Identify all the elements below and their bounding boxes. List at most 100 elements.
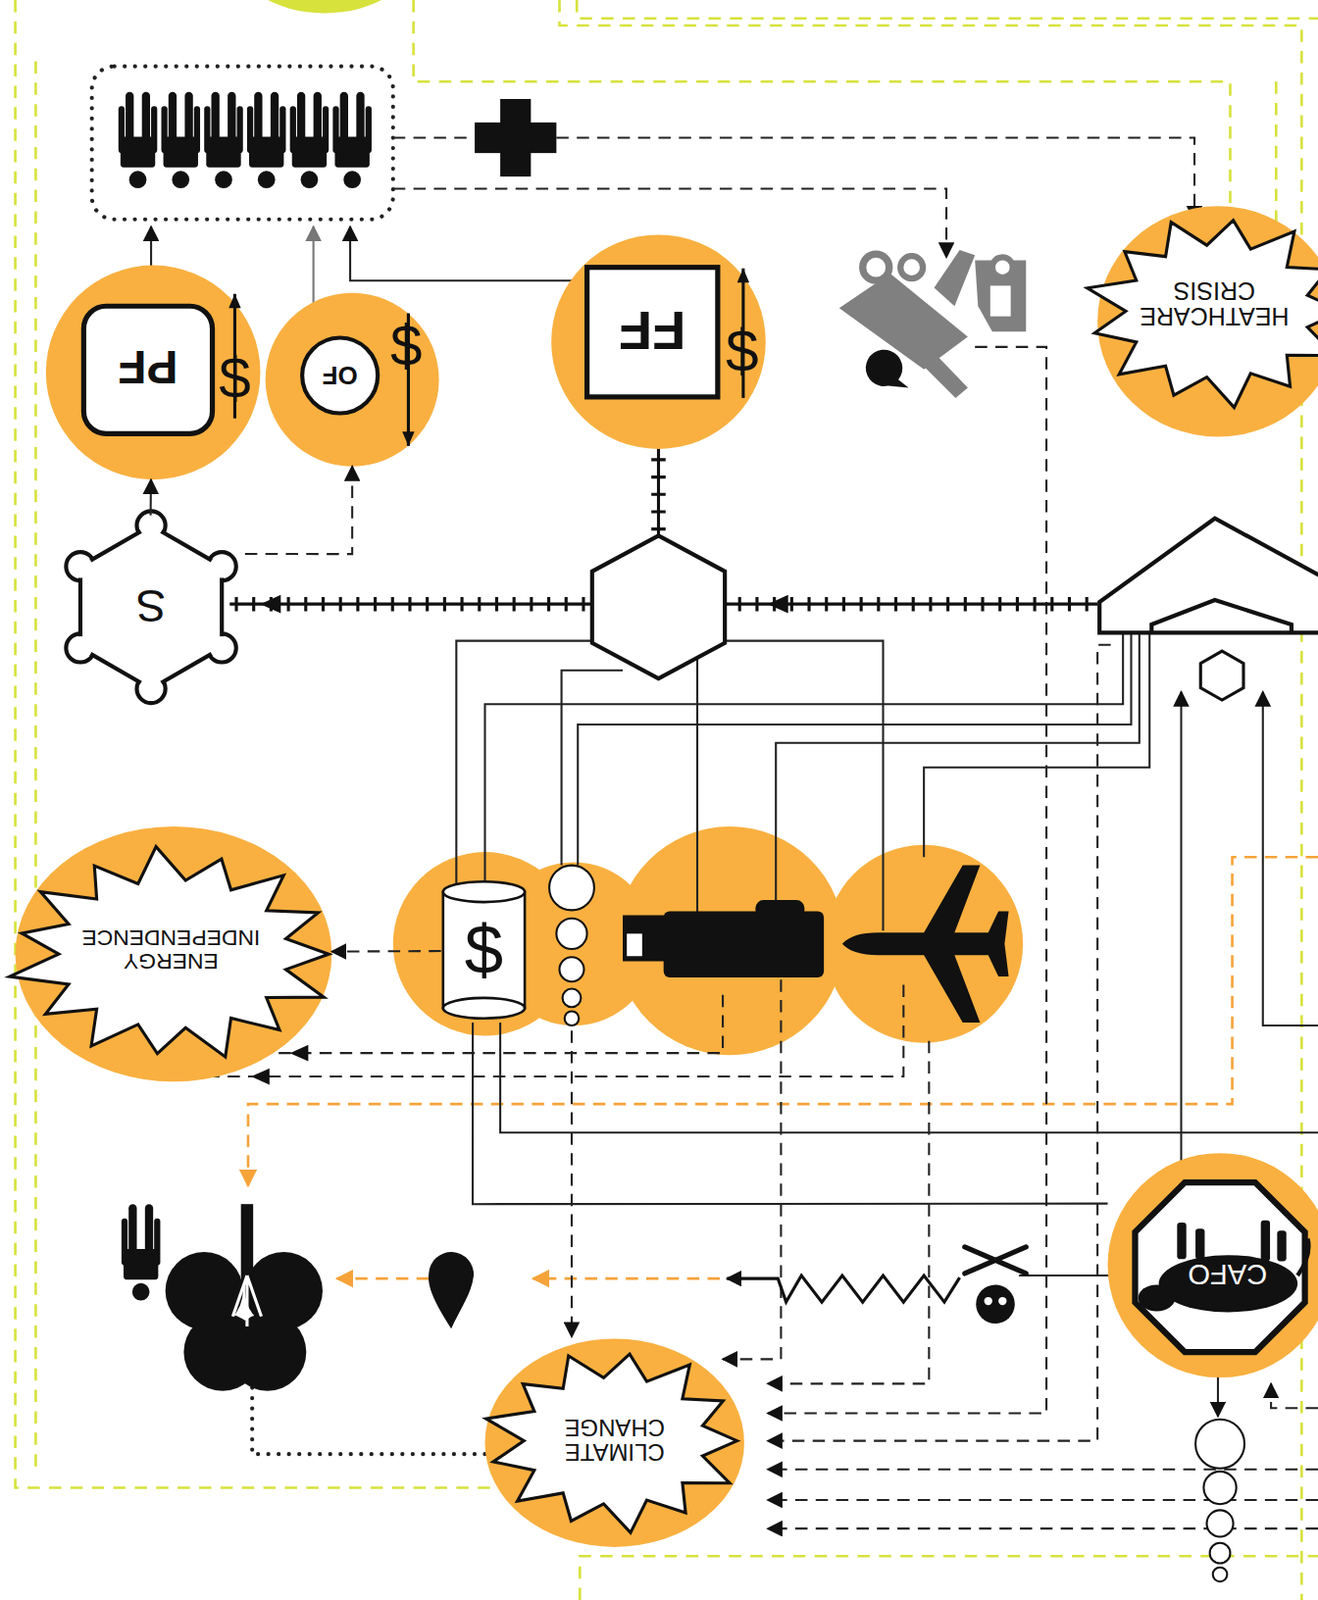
trachea bbox=[241, 1204, 254, 1286]
climate-burst: CLIMATE CHANGE bbox=[484, 1339, 745, 1549]
orange-disc bbox=[484, 1339, 744, 1548]
pump-jack-arm bbox=[934, 250, 976, 306]
orange-disc bbox=[1108, 1153, 1318, 1378]
dashed-arrow bbox=[570, 1030, 573, 1337]
truck-tank bbox=[755, 900, 805, 919]
lime-blob bbox=[234, 0, 414, 14]
orange-dashed-arrow bbox=[337, 1277, 430, 1281]
orange-disc bbox=[824, 845, 1023, 1044]
gear-knob-fill bbox=[209, 555, 234, 579]
bubble bbox=[562, 989, 582, 1009]
person-icon bbox=[247, 92, 287, 189]
burst-outline bbox=[486, 1354, 738, 1533]
pump-jack-leg bbox=[906, 336, 967, 398]
dashed-arrow bbox=[767, 1469, 1318, 1471]
wire bbox=[500, 1022, 1318, 1133]
house-outline bbox=[1099, 518, 1318, 634]
person-icon bbox=[332, 92, 372, 189]
barrel-top bbox=[443, 881, 525, 903]
skull-eye bbox=[984, 1297, 993, 1306]
dashed-arrow bbox=[767, 1499, 1318, 1502]
cow-tail bbox=[1297, 1239, 1309, 1276]
burst-outline bbox=[9, 847, 329, 1058]
bubble bbox=[1207, 1510, 1234, 1537]
lime-dashed-line bbox=[413, 0, 1231, 271]
fund-circle bbox=[302, 338, 378, 414]
energy-burst: ENERGY INDEPENDENCE bbox=[15, 826, 333, 1082]
person-icon bbox=[160, 92, 201, 189]
wire bbox=[561, 670, 623, 866]
wire bbox=[696, 658, 699, 913]
truck-body bbox=[663, 911, 824, 978]
orange-disc bbox=[46, 265, 261, 481]
gear-knob-fill bbox=[68, 555, 93, 579]
burst-label: ENERGY INDEPENDENCE bbox=[71, 926, 271, 974]
cow-head bbox=[1138, 1284, 1175, 1312]
oil-drop bbox=[865, 350, 910, 389]
bubble bbox=[1210, 1543, 1231, 1565]
wire bbox=[775, 632, 1140, 907]
skull bbox=[975, 1284, 1015, 1324]
dollar-sign: $ bbox=[208, 349, 260, 409]
lime-dashed-line bbox=[34, 60, 38, 1470]
crisis-burst: HEATHCARE CRISIS bbox=[1097, 203, 1318, 439]
pollution-drop bbox=[428, 1252, 474, 1329]
lime-dashed-line bbox=[1274, 81, 1278, 235]
wire bbox=[456, 641, 597, 889]
gear-knob-fill bbox=[139, 677, 163, 702]
orange-disc bbox=[615, 826, 845, 1056]
money-arrow-head bbox=[228, 294, 241, 309]
dashed-line bbox=[393, 136, 472, 139]
central-hexagon bbox=[592, 535, 725, 679]
dashed-arrow bbox=[722, 979, 781, 1360]
dollar-sign: $ bbox=[441, 913, 527, 987]
fund-box bbox=[587, 267, 718, 398]
wire-arrow bbox=[350, 226, 588, 281]
person-icon bbox=[290, 92, 330, 189]
plus-symbol bbox=[500, 99, 531, 177]
bubble bbox=[564, 1011, 580, 1026]
zigzag-flow bbox=[726, 1275, 960, 1303]
people-group-outline bbox=[92, 66, 394, 220]
bubble bbox=[1195, 1419, 1245, 1470]
fund-code: OF bbox=[308, 361, 370, 389]
bubble bbox=[549, 865, 595, 912]
lime-dashed-line bbox=[15, 0, 491, 1489]
fund-box bbox=[83, 305, 212, 434]
lime-dashed-line bbox=[576, 0, 1318, 19]
cafo-label: CAFO bbox=[1168, 1259, 1287, 1290]
pump-jack-wheel bbox=[862, 253, 890, 281]
fund-code: FF bbox=[596, 302, 710, 360]
bubble bbox=[1213, 1568, 1228, 1583]
bubble bbox=[558, 957, 584, 982]
crisis-label: HEATHCARE CRISIS bbox=[1129, 277, 1299, 329]
person-icon bbox=[203, 92, 244, 189]
wire bbox=[484, 632, 1123, 886]
dollar-sign: $ bbox=[380, 316, 432, 377]
pump-jack-wheel bbox=[992, 256, 1014, 278]
dashed-arrow bbox=[556, 138, 1195, 221]
oil-barrel: $ bbox=[441, 879, 527, 1023]
small-hexagon bbox=[1200, 651, 1244, 701]
gear-body bbox=[80, 525, 222, 690]
arrow-head bbox=[259, 595, 281, 614]
cow-leg bbox=[1176, 1222, 1186, 1260]
truck-cab bbox=[622, 915, 666, 963]
skull-eye bbox=[998, 1297, 1007, 1306]
wire bbox=[720, 641, 884, 932]
connector bbox=[331, 950, 441, 954]
pump-jack-wheel bbox=[900, 255, 923, 279]
lime-frame bbox=[15, 0, 1318, 1600]
bubble bbox=[556, 918, 587, 950]
connector bbox=[245, 466, 353, 556]
gear-knob-fill bbox=[139, 513, 163, 538]
arrow-head bbox=[290, 1045, 309, 1063]
cow-leg bbox=[1276, 1230, 1286, 1262]
private-fund-node: PF$ bbox=[46, 265, 261, 481]
money-arrow-head bbox=[402, 431, 414, 447]
money-arrow-head bbox=[737, 268, 750, 284]
gear-knob-fill bbox=[68, 636, 93, 660]
dashed-arrow bbox=[767, 1041, 929, 1385]
gear-node: S bbox=[55, 515, 246, 700]
person-icon bbox=[121, 1204, 161, 1301]
